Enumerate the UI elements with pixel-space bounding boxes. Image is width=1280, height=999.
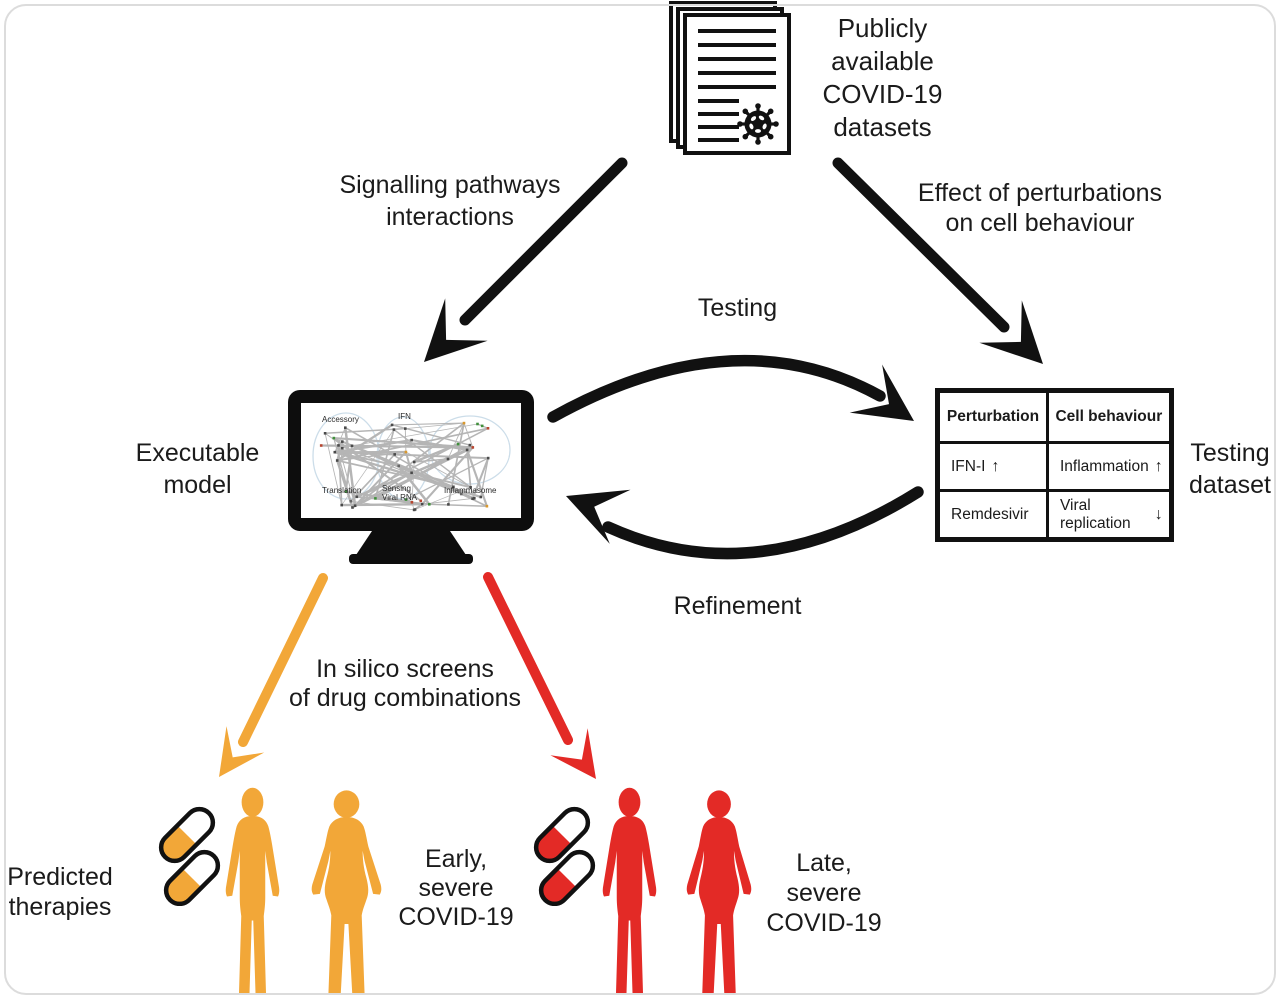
down-arrow-icon: ↓ [1154, 505, 1163, 523]
testing-dataset-table: Perturbation Cell behaviour IFN-I↑ Infla… [935, 388, 1174, 542]
network-label-sensing: Sensing [382, 484, 411, 493]
monitor-base [349, 554, 473, 564]
cell-perturbation-1: IFN-I↑ [936, 441, 1049, 492]
document-text-lines [698, 29, 776, 142]
refinement-label: Refinement [673, 592, 802, 620]
network-label-accessory: Accessory [322, 415, 359, 424]
table-row: IFN-I↑ Inflammation↑ [936, 441, 1173, 492]
cell-perturbation-2: Remdesivir [936, 489, 1049, 541]
testing-label: Testing [697, 294, 778, 322]
arrow-model-to-early [219, 573, 328, 777]
effect-perturbations-label: Effect of perturbations on cell behaviou… [917, 179, 1163, 237]
executable-model-monitor: Accessory IFN Translation Sensing Viral … [288, 390, 534, 564]
header-cell-behaviour: Cell behaviour [1046, 389, 1173, 444]
arrow-model-to-late [483, 572, 596, 779]
monitor-stand [356, 531, 466, 555]
early-severe-label: Early, severe COVID-19 [398, 845, 514, 931]
executable-model-label: Executable model [135, 439, 260, 499]
in-silico-label: In silico screens of drug combinations [288, 655, 522, 712]
predicted-therapies-label: Predicted therapies [7, 863, 113, 921]
datasets-label: Publicly available COVID-19 datasets [822, 13, 943, 142]
up-arrow-icon: ↑ [1154, 457, 1163, 475]
pills-icon-red [533, 806, 596, 906]
document-stack-with-coronavirus-icon [669, 1, 791, 155]
header-perturbation: Perturbation [936, 389, 1049, 444]
cell-behaviour-1: Inflammation↑ [1046, 441, 1173, 492]
arrow-refinement-curve [566, 486, 924, 560]
late-severe-label: Late, severe COVID-19 [766, 849, 882, 937]
testing-dataset-label: Testing dataset [1188, 439, 1271, 499]
table-row: Remdesivir Viral replication↓ [936, 489, 1173, 541]
network-label-inflammasome: Inflammasome [444, 486, 497, 495]
network-label-translation: Translation [322, 486, 361, 495]
arrow-testing-curve [547, 354, 914, 423]
cell-behaviour-2: Viral replication↓ [1046, 489, 1173, 541]
human-figure-female-red [686, 790, 752, 993]
pills-icon-orange [158, 806, 221, 906]
arrow-datasets-to-testing-dataset [832, 157, 1043, 364]
arrow-datasets-to-model [424, 157, 628, 362]
table-header-row: Perturbation Cell behaviour [936, 389, 1173, 444]
up-arrow-icon: ↑ [991, 457, 1000, 475]
signalling-pathways-label: Signalling pathways interactions [339, 171, 561, 231]
coronavirus-icon [737, 103, 779, 145]
network-diagram: Accessory IFN Translation Sensing Viral … [312, 412, 511, 512]
network-label-viral-rna: Viral RNA [382, 493, 418, 502]
human-figure-female-orange [311, 790, 382, 993]
network-label-ifn: IFN [398, 412, 411, 421]
